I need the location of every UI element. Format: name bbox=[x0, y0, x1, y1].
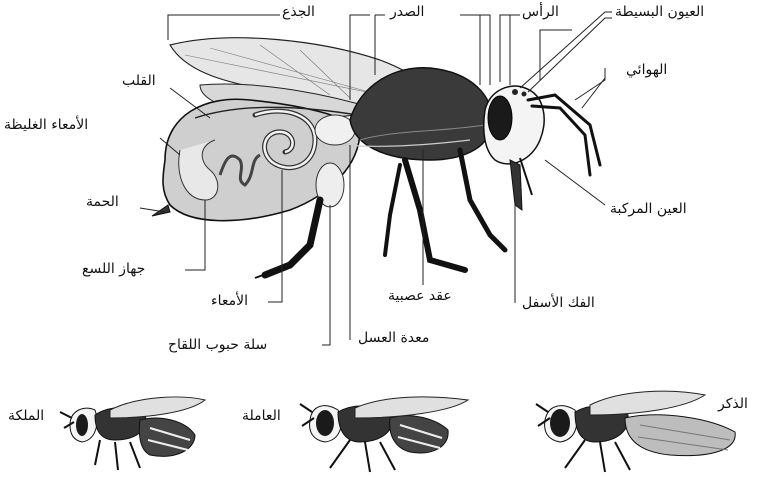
label-ganglia: عقد عصبية bbox=[388, 288, 452, 304]
label-honey-stomach: معدة العسل bbox=[358, 330, 429, 346]
simple-eye-dot bbox=[512, 89, 518, 95]
label-sting-sac: الحمة bbox=[86, 194, 119, 210]
honey-stomach-organ bbox=[315, 115, 355, 145]
label-drone: الذكر bbox=[718, 396, 748, 412]
label-trunk: الجذع bbox=[282, 4, 315, 20]
label-antennae: الهوائي bbox=[626, 62, 667, 78]
label-compound-eye: العين المركبة bbox=[610, 201, 687, 217]
label-worker: العاملة bbox=[242, 408, 281, 424]
worker-bee-illustration bbox=[300, 397, 468, 472]
label-mandible: الفك الأسفل bbox=[522, 295, 595, 311]
main-bee-illustration bbox=[152, 38, 600, 278]
queen-bee-illustration bbox=[60, 397, 205, 470]
drone-bee-illustration bbox=[536, 391, 735, 472]
mandible-shape bbox=[510, 160, 522, 210]
label-queen: الملكة bbox=[8, 408, 44, 424]
label-heart: القلب bbox=[122, 73, 156, 89]
label-simple-eyes: العيون البسيطة bbox=[615, 4, 704, 20]
label-intestines: الأمعاء bbox=[211, 293, 248, 309]
label-thorax: الصدر bbox=[390, 4, 424, 20]
label-pollen-basket: سلة حبوب اللقاح bbox=[168, 337, 267, 353]
label-sting-apparatus: جهاز اللسع bbox=[82, 261, 145, 277]
label-large-intestine: الأمعاء الغليظة bbox=[4, 117, 88, 133]
label-head: الرأس bbox=[522, 4, 559, 20]
compound-eye-shape bbox=[488, 96, 512, 140]
